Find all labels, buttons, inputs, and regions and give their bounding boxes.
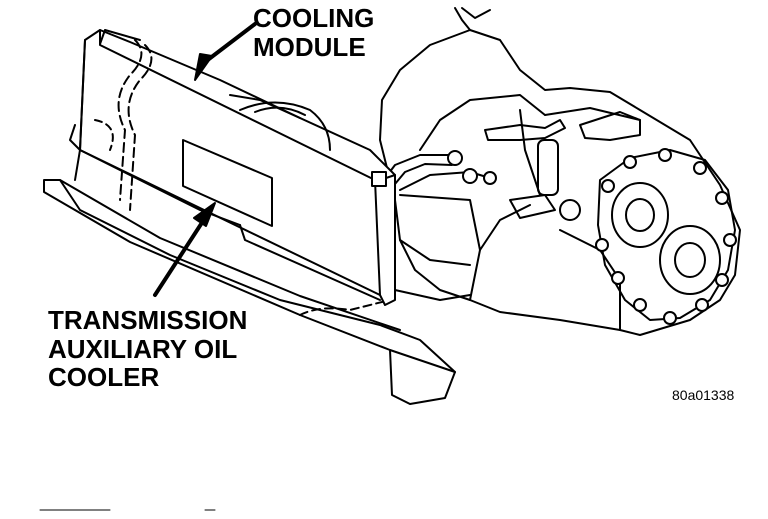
auxiliary-oil-cooler-label: TRANSMISSION AUXILIARY OIL COOLER — [48, 305, 248, 393]
shift-linkage — [485, 112, 640, 220]
oil-pan — [44, 180, 455, 404]
cooling-module-label: COOLING MODULE — [253, 3, 375, 62]
transaxle-housing — [380, 8, 740, 335]
fan-shroud — [240, 103, 330, 151]
auxiliary-oil-cooler — [183, 140, 272, 226]
figure-code: 80a01338 — [672, 387, 735, 403]
leader-arrows — [155, 24, 255, 295]
end-cover — [596, 149, 736, 324]
oil-lines — [300, 151, 496, 315]
